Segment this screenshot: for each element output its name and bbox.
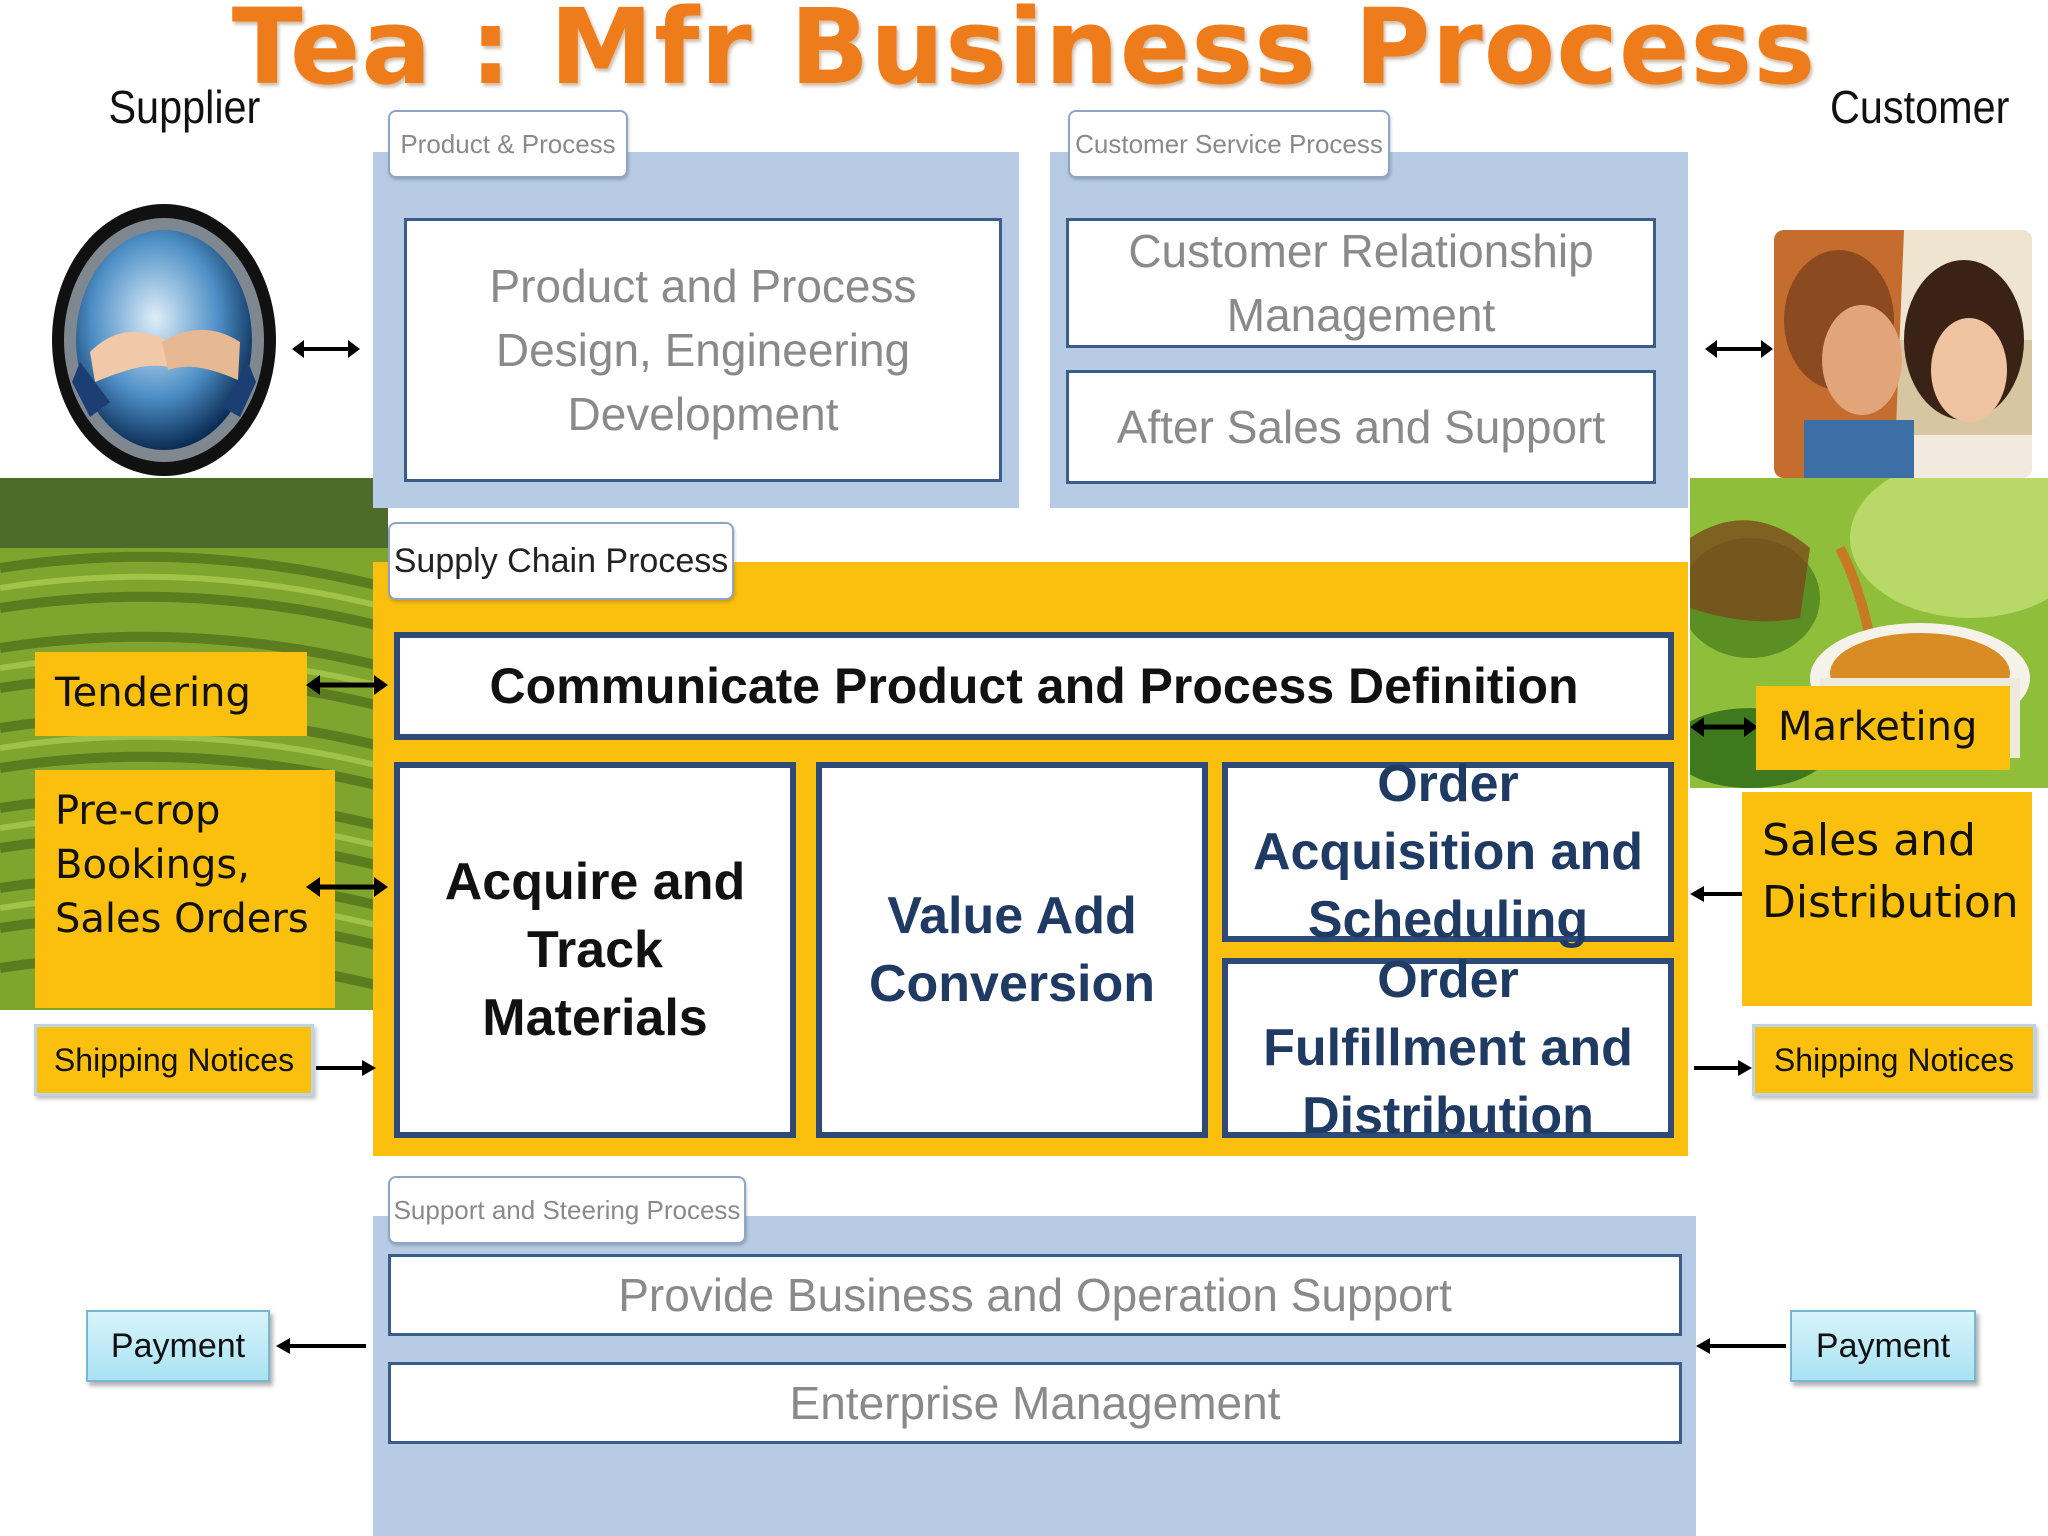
tab-customer-service[interactable]: Customer Service Process bbox=[1068, 110, 1390, 178]
bidirectional-arrow-icon bbox=[306, 874, 388, 900]
communicate-definition-box[interactable]: Communicate Product and Process Definiti… bbox=[394, 632, 1674, 740]
tendering-label: Tendering bbox=[35, 652, 307, 736]
order-acquisition-box[interactable]: Order Acquisition and Scheduling bbox=[1222, 755, 1674, 949]
marketing-label: Marketing bbox=[1756, 686, 2010, 770]
precrop-bookings-label: Pre-crop Bookings, Sales Orders bbox=[35, 770, 335, 1008]
crm-box[interactable]: Customer Relationship Management bbox=[1066, 218, 1656, 348]
arrow-left-icon bbox=[276, 1334, 366, 1358]
acquire-materials-box[interactable]: Acquire and Track Materials bbox=[394, 762, 796, 1138]
product-process-design-box[interactable]: Product and Process Design, Engineering … bbox=[404, 218, 1002, 482]
tab-support-steering[interactable]: Support and Steering Process bbox=[388, 1176, 746, 1244]
handshake-globe-image bbox=[50, 202, 278, 478]
bidirectional-arrow-icon bbox=[306, 672, 388, 698]
arrow-right-icon bbox=[316, 1056, 376, 1080]
tab-product-process[interactable]: Product & Process bbox=[388, 110, 628, 178]
shipping-notices-right[interactable]: Shipping Notices bbox=[1752, 1024, 2036, 1096]
page-title: Tea : Mfr Business Process bbox=[231, 0, 1817, 108]
supplier-label: Supplier bbox=[108, 81, 261, 133]
customer-couple-image bbox=[1774, 230, 2032, 478]
business-support-box[interactable]: Provide Business and Operation Support bbox=[388, 1254, 1682, 1336]
shipping-notices-left[interactable]: Shipping Notices bbox=[34, 1024, 314, 1096]
bidirectional-arrow-icon bbox=[1690, 712, 1758, 742]
bidirectional-arrow-icon bbox=[1705, 336, 1773, 362]
payment-left-button[interactable]: Payment bbox=[86, 1310, 270, 1382]
arrow-left-icon bbox=[1690, 882, 1742, 906]
arrow-left-icon bbox=[1696, 1334, 1786, 1358]
after-sales-box[interactable]: After Sales and Support bbox=[1066, 370, 1656, 484]
order-fulfillment-box[interactable]: Order Fulfillment and Distribution bbox=[1222, 951, 1674, 1145]
value-add-box[interactable]: Value Add Conversion bbox=[816, 762, 1208, 1138]
enterprise-management-box[interactable]: Enterprise Management bbox=[388, 1362, 1682, 1444]
customer-label: Customer bbox=[1829, 81, 2010, 133]
payment-right-button[interactable]: Payment bbox=[1790, 1310, 1976, 1382]
sales-distribution-label: Sales and Distribution bbox=[1742, 792, 2032, 1006]
bidirectional-arrow-icon bbox=[292, 336, 360, 362]
arrow-right-icon bbox=[1694, 1056, 1752, 1080]
tab-supply-chain[interactable]: Supply Chain Process bbox=[388, 522, 734, 600]
